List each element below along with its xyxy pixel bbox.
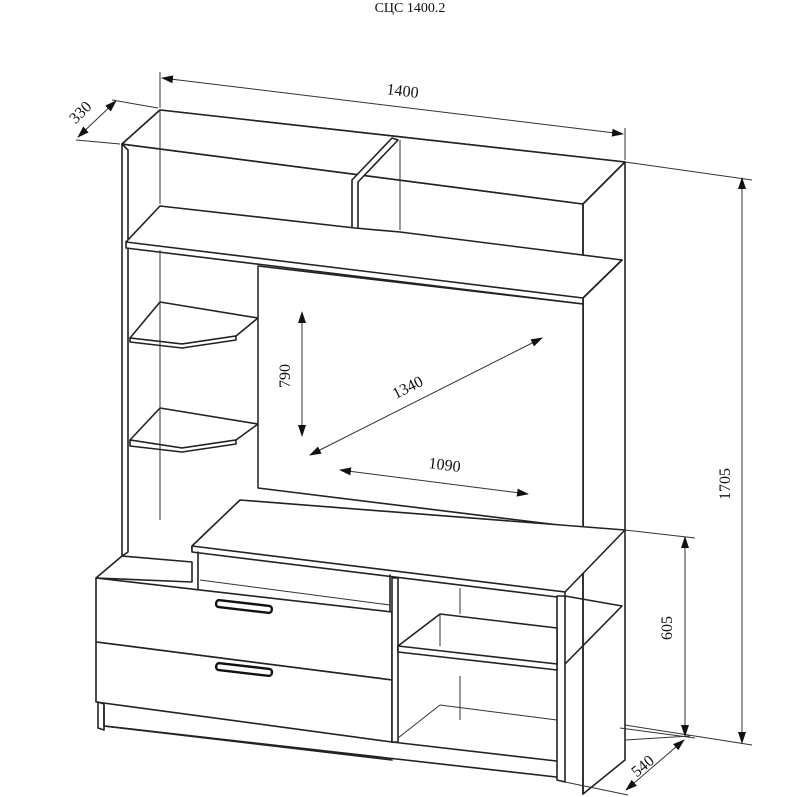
dim-lower-height: 605: [659, 616, 676, 640]
dim-lower-depth: 540: [628, 752, 657, 780]
right-cabinet-side: [556, 595, 566, 783]
left-leg: [97, 701, 105, 731]
dim-tv-width: 1090: [428, 455, 462, 476]
dim-tv-height: 790: [277, 364, 294, 388]
drawing-title: СЦС 1400.2: [375, 1, 446, 16]
dim-total-width: 1400: [386, 81, 420, 102]
left-side-panel: [121, 143, 129, 557]
dim-total-depth: 330: [66, 98, 95, 127]
dim-total-height: 1705: [717, 468, 734, 500]
drawer-1-handle: [214, 598, 274, 615]
lower-cabinet-top: [95, 555, 193, 583]
corner-shelf-bottom: [129, 407, 259, 449]
drawer-2-handle: [214, 661, 274, 678]
corner-shelf-top: [129, 301, 259, 345]
tv-back-panel: [257, 265, 584, 529]
lower-unit: [95, 499, 626, 783]
